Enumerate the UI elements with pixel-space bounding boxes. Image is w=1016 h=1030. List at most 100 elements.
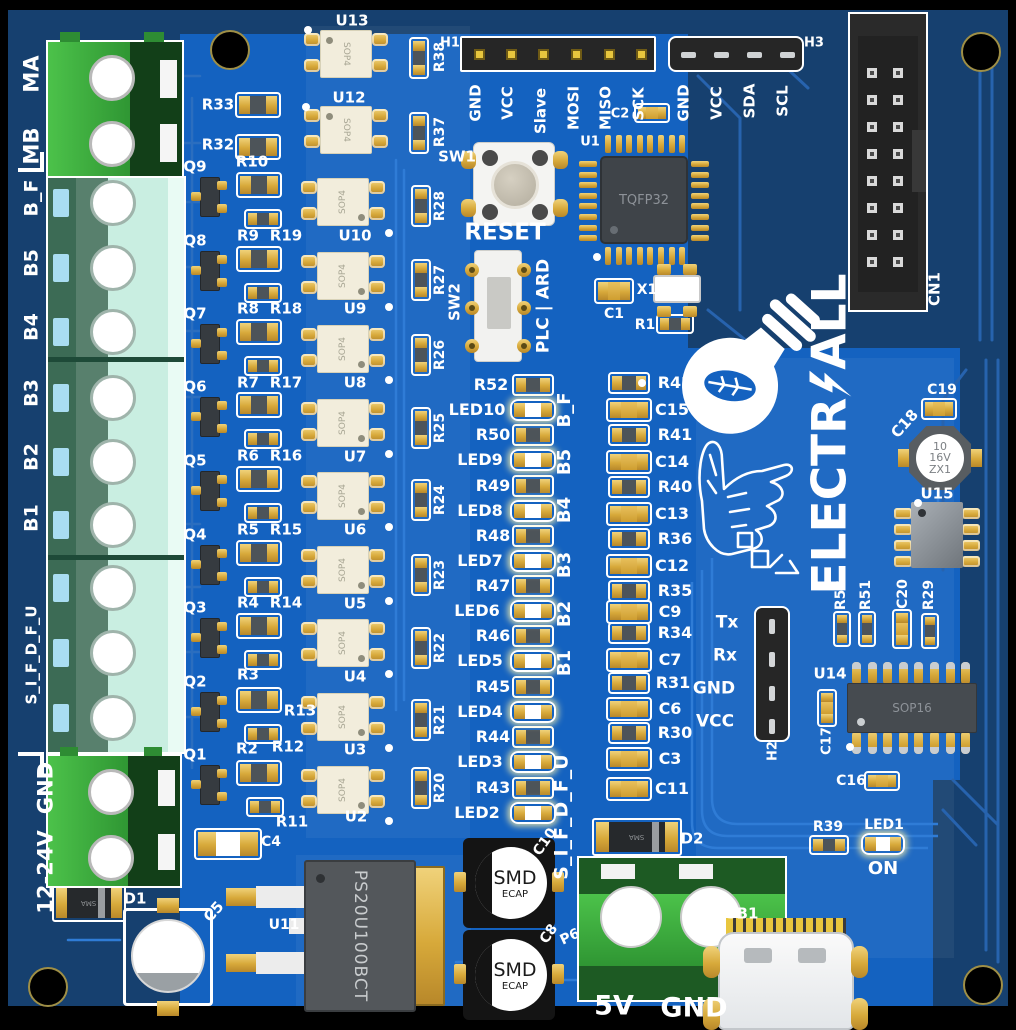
divider <box>48 357 184 362</box>
resistor-R17 <box>244 356 282 376</box>
pin-tip <box>930 662 939 669</box>
silk-label-R4: R4 <box>237 593 259 612</box>
part-segment <box>636 781 648 797</box>
silk-label-C15: C15 <box>654 400 690 419</box>
resistor-R2 <box>236 760 282 786</box>
resistor-R38 <box>409 37 429 79</box>
mcu-pin <box>636 135 643 153</box>
pin-tip <box>961 662 971 669</box>
sop4-pad <box>372 135 388 148</box>
sw1-pad <box>553 199 568 217</box>
mcu-pin <box>579 224 597 231</box>
sop8-pin <box>894 508 912 519</box>
part-segment <box>944 402 953 416</box>
cn1-pin <box>867 176 877 186</box>
sot23-pad <box>191 780 201 789</box>
part-segment <box>266 617 278 635</box>
part-segment <box>622 626 636 640</box>
part-segment <box>539 629 550 643</box>
cn1-pin-center <box>870 152 874 156</box>
part-segment <box>837 623 847 635</box>
sw1-plunger <box>491 161 539 209</box>
cathode-band <box>651 822 659 852</box>
part-segment <box>516 579 527 593</box>
silk-label-R5: R5 <box>237 520 259 539</box>
silk-label-U15: U15 <box>920 484 954 503</box>
resistor-R4 <box>236 613 282 639</box>
sop4-pad <box>301 207 317 220</box>
part-segment <box>612 676 623 690</box>
terminal-inputs <box>46 176 186 754</box>
capacitor-C7 <box>606 648 652 672</box>
sw2-pin <box>465 301 479 315</box>
cn1-pin <box>893 122 903 132</box>
sw2-pin <box>517 301 531 315</box>
silk-label-R34: R34 <box>657 623 693 642</box>
silk-label-LED5: LED5 <box>457 651 503 670</box>
part-segment <box>251 544 267 562</box>
wire-hole <box>90 180 136 226</box>
mcu-pin <box>579 235 597 242</box>
silk-label-C2: C2 <box>610 106 630 122</box>
pin-tip <box>945 662 955 669</box>
resistor-R20 <box>411 767 431 809</box>
wire-slot <box>53 448 69 476</box>
transistor-Q6 <box>191 397 227 437</box>
silk-label-R23: R23 <box>432 559 448 591</box>
silk-label-C17: C17 <box>819 727 835 755</box>
part-segment <box>925 636 935 645</box>
part-segment <box>251 470 267 488</box>
silk-label-U2: U2 <box>344 807 368 826</box>
part-segment <box>271 801 280 813</box>
part-segment <box>415 781 427 795</box>
polarity-stripe <box>475 847 492 919</box>
part-segment <box>415 263 427 274</box>
usb-mount-pad <box>851 946 868 978</box>
cn1-pin-center <box>896 71 900 75</box>
silk-label-VCC: VCC <box>498 86 517 120</box>
resistor-R39 <box>809 835 849 855</box>
pin1-dot <box>316 874 325 883</box>
part-segment <box>526 529 540 543</box>
tab <box>60 747 78 756</box>
mcu-pin <box>691 235 709 242</box>
cn1-pin-center <box>870 98 874 102</box>
part-segment <box>250 138 266 156</box>
sop8-pin <box>894 540 912 551</box>
silk-label-R45: R45 <box>475 677 511 696</box>
fiducial-dot <box>385 303 393 311</box>
diode-pad <box>596 822 610 852</box>
wire-slot <box>53 318 69 346</box>
fiducial-dot <box>638 379 646 387</box>
silk-label-R41: R41 <box>657 425 693 444</box>
resistor-R11 <box>246 797 284 817</box>
part-segment <box>635 480 646 494</box>
pin1-dot <box>358 802 365 809</box>
part-segment <box>239 138 251 156</box>
part-segment <box>250 96 266 114</box>
edge-divider <box>18 168 44 172</box>
sot23-pad <box>217 278 227 287</box>
silk-label-R10: R10 <box>235 152 269 171</box>
wire-hole <box>88 835 134 881</box>
mcu-pin <box>626 247 633 265</box>
sop4-pad <box>369 475 385 488</box>
led-LED4 <box>510 701 556 723</box>
part-segment <box>413 41 425 52</box>
cn1-pin-center <box>870 260 874 264</box>
part-segment <box>415 361 427 372</box>
part-segment <box>257 507 269 519</box>
part-segment <box>516 730 527 744</box>
part-segment <box>265 138 277 156</box>
pin1-dot <box>358 655 365 662</box>
part-segment <box>610 402 622 418</box>
sop16-pin <box>883 731 893 754</box>
silk-label-R25: R25 <box>432 412 448 444</box>
part-segment <box>248 287 257 299</box>
part-segment <box>525 504 541 518</box>
sot23-pad <box>217 572 227 581</box>
sw2-pin <box>517 263 531 277</box>
silk-label-B2: B2 <box>554 600 575 628</box>
sma-marking: SMA <box>81 899 97 907</box>
